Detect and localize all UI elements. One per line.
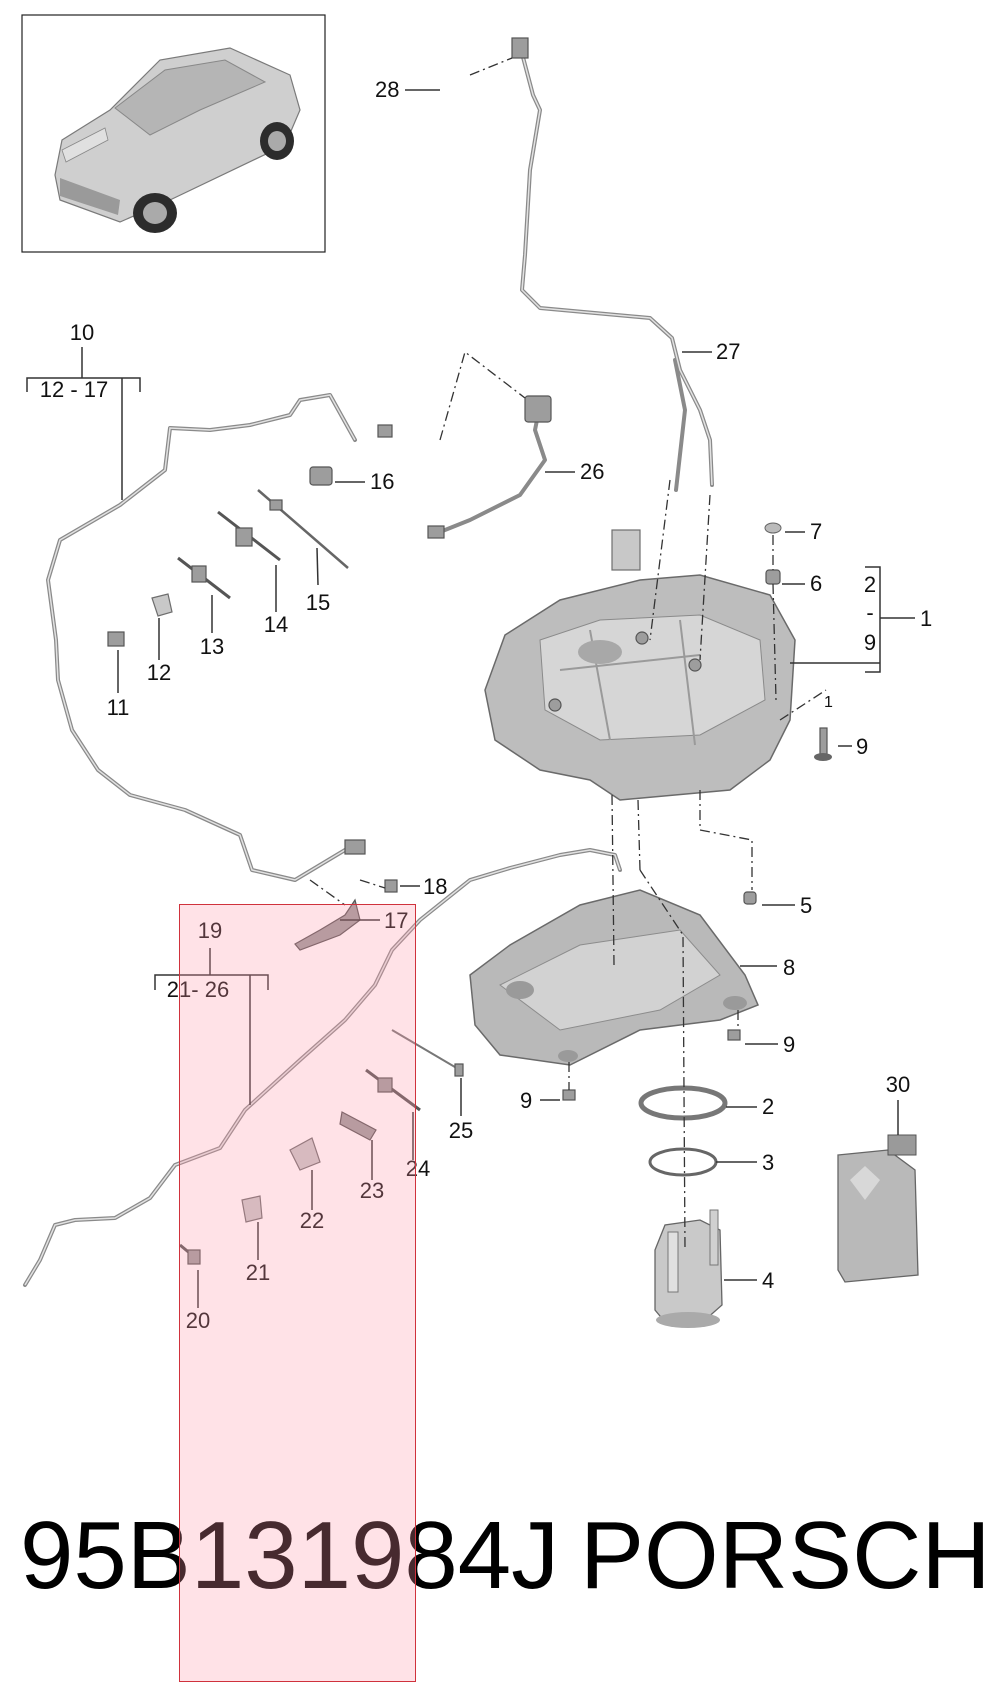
assembly-lines (309, 479, 827, 1251)
callout-16[interactable]: 15 (306, 590, 330, 615)
clip-23[interactable] (289, 1137, 321, 1171)
callout-17[interactable]: 16 (370, 469, 394, 494)
car-icon (54, 47, 301, 233)
clip-21[interactable] (179, 1243, 201, 1265)
callout-1[interactable]: 1 (920, 606, 932, 631)
group-1-bot: 9 (864, 630, 876, 655)
callout-22[interactable]: 21 (246, 1260, 270, 1285)
callout-11[interactable]: 10 (70, 320, 94, 345)
nut-9a[interactable] (727, 1029, 741, 1041)
callout-27[interactable]: 26 (580, 459, 604, 484)
harness-20[interactable] (23, 848, 622, 1287)
bolt-10[interactable] (814, 727, 832, 761)
callout-18[interactable]: 17 (384, 908, 408, 933)
callout-2[interactable]: 2 (762, 1094, 774, 1119)
callout-9-left[interactable]: 9 (520, 1088, 532, 1113)
callout-28[interactable]: 27 (716, 339, 740, 364)
dash-tick-label: 1 (824, 694, 833, 711)
fuel-pump[interactable] (654, 1209, 723, 1328)
callout-20[interactable]: 19 (198, 918, 222, 943)
group-label-20: 21- 26 (167, 977, 229, 1002)
callout-9-right[interactable]: 9 (783, 1032, 795, 1057)
clip-26[interactable] (391, 1029, 464, 1077)
clip-24[interactable] (339, 1111, 377, 1141)
callout-4[interactable]: 4 (762, 1268, 774, 1293)
group-label-11: 12 - 17 (40, 377, 109, 402)
group-1-mid: - (866, 600, 873, 625)
leader-lines (26, 89, 915, 1308)
vehicle-thumbnail[interactable] (21, 14, 326, 253)
clip-12[interactable] (107, 631, 125, 647)
callout-labels: 28 27 26 16 15 14 13 12 11 10 12 - 17 7 … (40, 77, 933, 1333)
clip-17[interactable] (309, 466, 333, 486)
callout-26[interactable]: 25 (449, 1118, 473, 1143)
brand-name: PORSCHE (580, 1502, 992, 1609)
callout-23[interactable]: 22 (300, 1208, 324, 1233)
bushing-6[interactable] (765, 569, 781, 585)
callout-14[interactable]: 13 (200, 634, 224, 659)
callout-7[interactable]: 7 (810, 519, 822, 544)
oil-bottle[interactable] (837, 1134, 919, 1283)
highlight-region (179, 904, 416, 1682)
harness-11[interactable] (46, 393, 393, 882)
clip-19[interactable] (384, 879, 398, 893)
callout-10[interactable]: 9 (856, 734, 868, 759)
clip-14[interactable] (177, 556, 231, 600)
callout-24[interactable]: 23 (360, 1178, 384, 1203)
callout-25[interactable]: 24 (406, 1156, 430, 1181)
callout-19[interactable]: 18 (423, 874, 447, 899)
callout-21[interactable]: 20 (186, 1308, 210, 1333)
clip-22[interactable] (241, 1195, 263, 1223)
callout-29[interactable]: 28 (375, 77, 399, 102)
callout-12[interactable]: 11 (107, 695, 130, 720)
clip-16[interactable] (257, 489, 349, 569)
callout-30[interactable]: 30 (886, 1072, 910, 1097)
callout-5[interactable]: 5 (800, 893, 812, 918)
nut-9b[interactable] (562, 1089, 576, 1101)
nut-5[interactable] (743, 891, 757, 905)
heat-shield[interactable] (469, 889, 759, 1066)
part-number: 95B131984J (20, 1502, 559, 1609)
vent-hose[interactable] (427, 350, 552, 539)
clip-15[interactable] (217, 510, 281, 562)
callout-6[interactable]: 6 (810, 571, 822, 596)
fuel-tank[interactable] (484, 529, 796, 801)
group-1-top: 2 (864, 572, 876, 597)
lock-ring[interactable] (638, 1085, 728, 1121)
clip-25[interactable] (365, 1068, 421, 1112)
callout-15[interactable]: 14 (264, 612, 288, 637)
nut-7[interactable] (764, 522, 782, 534)
callout-8[interactable]: 8 (783, 955, 795, 980)
bracket-18[interactable] (294, 898, 361, 951)
clip-13[interactable] (151, 593, 173, 617)
callout-3[interactable]: 3 (762, 1150, 774, 1175)
filler-pipe[interactable] (469, 37, 714, 492)
callout-13[interactable]: 12 (147, 660, 171, 685)
seal-ring[interactable] (648, 1147, 718, 1177)
